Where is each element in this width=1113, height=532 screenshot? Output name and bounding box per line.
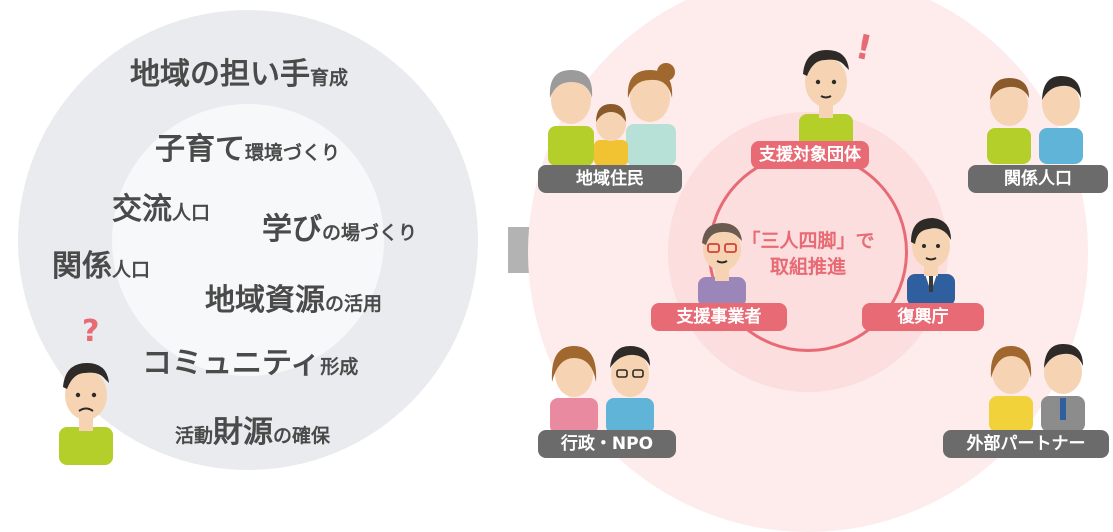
issue-learning-place: 学びの場づくり bbox=[262, 212, 418, 247]
tag-reconstruction-agency: 復興庁 bbox=[862, 303, 984, 331]
issues-ring-inner bbox=[112, 104, 384, 376]
tag-local-residents: 地域住民 bbox=[538, 165, 682, 193]
tag-support-business: 支援事業者 bbox=[651, 303, 787, 331]
related-population-icon bbox=[987, 76, 1083, 164]
external-partners-icon bbox=[989, 344, 1085, 432]
government-npo-icon bbox=[550, 346, 654, 434]
issue-childcare: 子育て環境づくり bbox=[155, 132, 341, 167]
local-residents-icon bbox=[548, 63, 676, 166]
issue-local-resources: 地域資源の活用 bbox=[205, 283, 383, 318]
tag-support-target-org: 支援対象団体 bbox=[751, 141, 869, 169]
issue-community: コミュニティ形成 bbox=[142, 346, 359, 381]
issue-funding: 活動財源の確保 bbox=[175, 415, 331, 450]
support-business-person-icon bbox=[698, 223, 746, 307]
support-target-person-icon bbox=[799, 50, 853, 148]
tag-external-partners: 外部パートナー bbox=[943, 430, 1109, 458]
tag-related-population: 関係人口 bbox=[968, 165, 1108, 193]
reconstruction-agency-person-icon bbox=[907, 218, 955, 306]
issue-local-leaders: 地域の担い手育成 bbox=[130, 57, 349, 92]
question-mark-icon: ? bbox=[82, 314, 100, 349]
issue-exchange-population: 交流人口 bbox=[112, 192, 211, 227]
center-message: 「三人四脚」で 取組推進 bbox=[741, 230, 875, 278]
tag-government-npo: 行政・NPO bbox=[538, 430, 676, 458]
issue-related-population: 関係人口 bbox=[52, 249, 151, 284]
worried-person-icon bbox=[59, 363, 113, 465]
